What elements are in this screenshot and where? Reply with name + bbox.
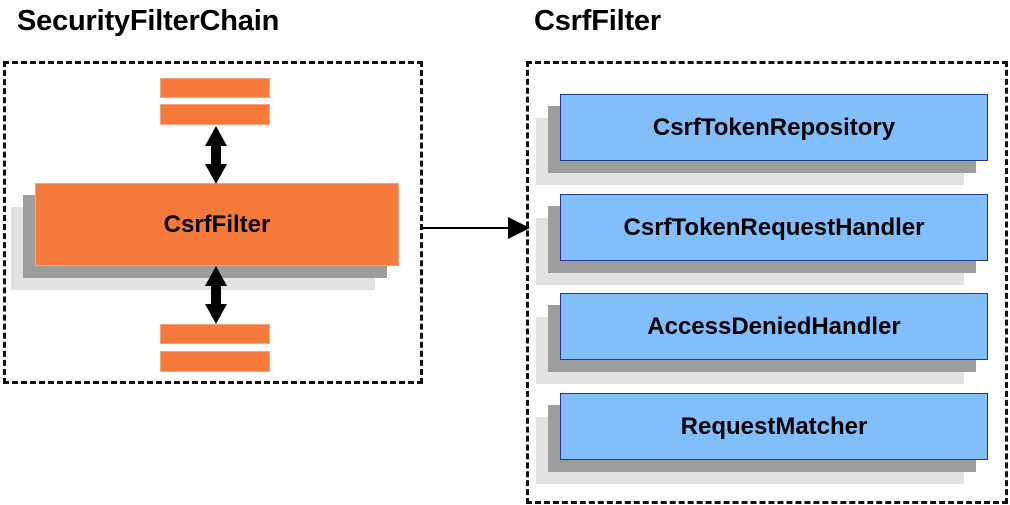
node-label-access-denied-handler: AccessDeniedHandler — [647, 312, 901, 340]
security-filter-chain-panel — [3, 61, 423, 384]
node-face — [35, 183, 399, 266]
node-label-csrf-filter: CsrfFilter — [163, 210, 271, 238]
arrow-bidirectional-top — [205, 126, 227, 184]
filter-bar-top-1 — [160, 78, 270, 98]
page-title-csrf-filter: CsrfFilter — [534, 5, 661, 37]
node-access-denied-handler[interactable]: AccessDeniedHandler — [536, 293, 988, 384]
node-csrf-token-request-handler[interactable]: CsrfTokenRequestHandler — [536, 194, 988, 285]
arrow-bidirectional-bottom — [205, 266, 227, 324]
page-title-security-filter-chain: SecurityFilterChain — [17, 5, 280, 37]
csrf-filter-panel — [526, 61, 1008, 504]
filter-bar-bottom-1 — [160, 324, 270, 344]
node-face — [560, 194, 988, 261]
node-request-matcher[interactable]: RequestMatcher — [536, 393, 988, 484]
node-csrf-filter[interactable]: CsrfFilter — [11, 183, 399, 290]
filter-bar-bottom-2 — [160, 351, 270, 372]
node-label-csrf-token-request-handler: CsrfTokenRequestHandler — [623, 213, 925, 241]
node-face — [560, 94, 988, 161]
node-label-csrf-token-repository: CsrfTokenRepository — [652, 113, 896, 141]
node-face — [560, 293, 988, 360]
node-csrf-token-repository[interactable]: CsrfTokenRepository — [536, 94, 988, 185]
node-label-request-matcher: RequestMatcher — [680, 412, 868, 440]
node-face — [560, 393, 988, 460]
arrow-connector-to-csrf-filter — [422, 217, 530, 239]
filter-bar-top-2 — [160, 104, 270, 125]
